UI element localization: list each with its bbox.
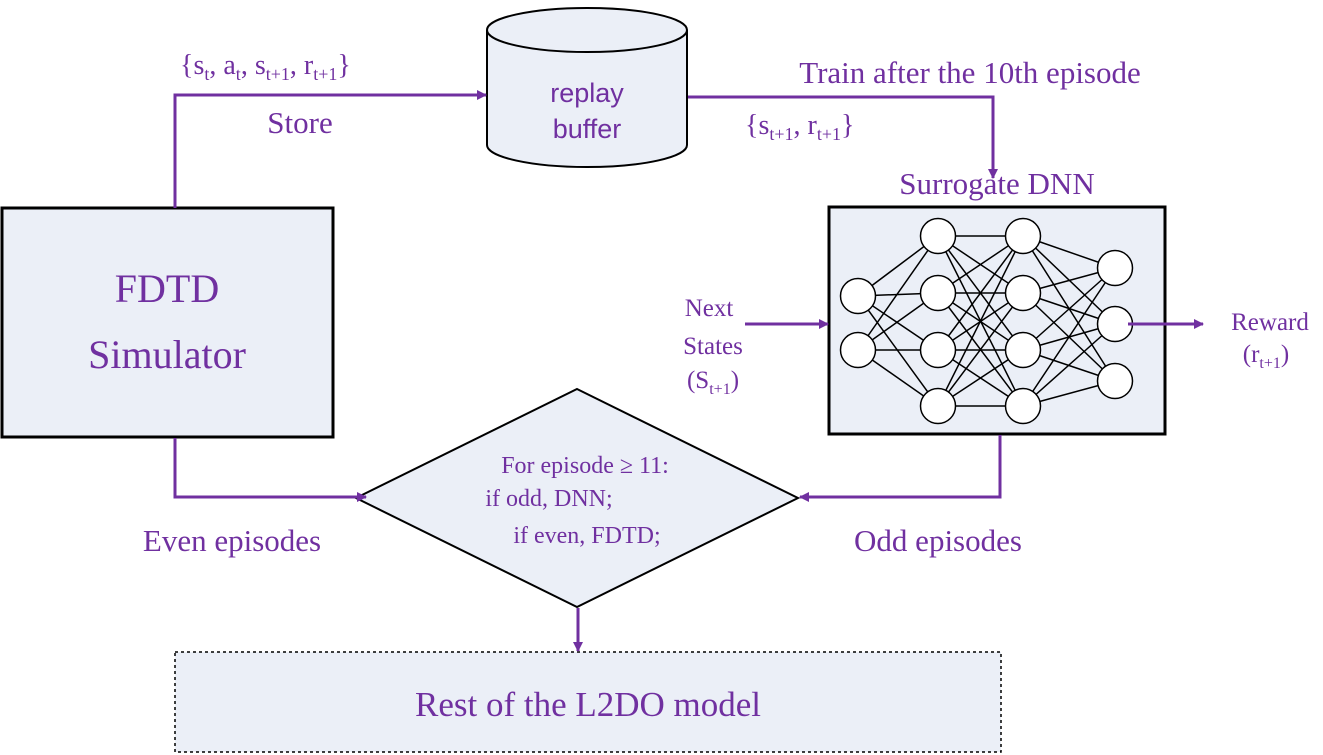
train-tuple-label: {st+1, rt+1} bbox=[745, 110, 854, 144]
store-tuple-label: {st, at, st+1, rt+1} bbox=[180, 50, 351, 84]
train-label: Train after the 10th episode bbox=[799, 55, 1141, 90]
nn-edge bbox=[1022, 267, 1116, 351]
next-states-line2: States bbox=[683, 333, 743, 360]
decision-line1: For episode ≥ 11: bbox=[501, 453, 669, 479]
nn-edge bbox=[937, 235, 1024, 351]
nn-node bbox=[919, 387, 957, 425]
nn-node bbox=[839, 277, 877, 315]
odd-episodes-label: Odd episodes bbox=[854, 523, 1022, 558]
rest-of-model-box bbox=[174, 651, 1002, 753]
nn-node bbox=[1096, 305, 1134, 343]
store-arrow bbox=[173, 90, 487, 208]
odd-episodes-arrow bbox=[799, 435, 1002, 502]
store-label: Store bbox=[267, 105, 332, 140]
train-arrow bbox=[688, 95, 998, 179]
decision-line3: if even, FDTD; bbox=[513, 523, 660, 549]
nn-node bbox=[1004, 217, 1042, 255]
fdtd-label-line1: FDTD bbox=[115, 266, 219, 311]
nn-edge bbox=[1022, 267, 1116, 407]
replay-buffer-line1: replay bbox=[550, 78, 624, 108]
nn-edge bbox=[857, 235, 939, 351]
even-episodes-arrow bbox=[173, 438, 367, 502]
rest-of-model-label: Rest of the L2DO model bbox=[415, 685, 761, 724]
surrogate-dnn-title: Surrogate DNN bbox=[899, 166, 1094, 201]
nn-node bbox=[919, 274, 957, 312]
nn-node bbox=[1004, 274, 1042, 312]
nn-edge bbox=[937, 292, 1024, 407]
even-episodes-label: Even episodes bbox=[143, 523, 321, 558]
nn-node bbox=[839, 331, 877, 369]
neural-network-nodes bbox=[839, 217, 1134, 425]
reward-line2: (rt+1) bbox=[1243, 341, 1289, 372]
nn-node bbox=[1096, 362, 1134, 400]
decision-line2: if odd, DNN; bbox=[485, 486, 612, 512]
nn-edge bbox=[937, 235, 1024, 407]
nn-node bbox=[919, 217, 957, 255]
replay-buffer-line2: buffer bbox=[553, 114, 622, 144]
nn-edge bbox=[857, 295, 939, 407]
nn-edge bbox=[1022, 323, 1116, 407]
fdtd-label-line2: Simulator bbox=[88, 332, 246, 377]
decision-diamond bbox=[353, 387, 801, 609]
nn-node bbox=[1004, 387, 1042, 425]
reward-line1: Reward bbox=[1231, 309, 1309, 336]
nn-node bbox=[1004, 331, 1042, 369]
next-states-line1: Next bbox=[685, 295, 734, 322]
fdtd-simulator-box bbox=[0, 206, 335, 439]
nn-node bbox=[919, 331, 957, 369]
next-states-line3: (St+1) bbox=[687, 367, 739, 398]
replay-buffer-cylinder bbox=[486, 7, 688, 168]
nn-node bbox=[1096, 249, 1134, 287]
